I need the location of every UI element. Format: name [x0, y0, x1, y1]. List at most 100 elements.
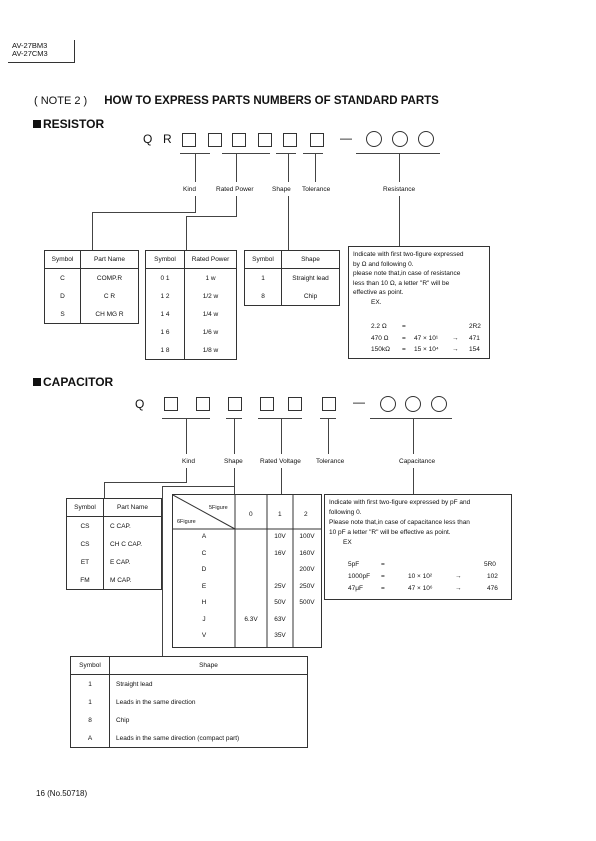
note-text: Please note that,in case of capacitance …	[329, 519, 470, 526]
voltage-row-symbol: A	[201, 533, 207, 540]
capacitor-note-box: Indicate with first two-figure expressed…	[324, 494, 512, 600]
table-header: Symbol	[70, 656, 110, 675]
table-header: Rated Power	[184, 250, 237, 269]
connector-line	[186, 468, 187, 482]
label-capacitance: Capacitance	[399, 458, 436, 465]
resistor-section-title: RESISTOR	[33, 117, 104, 131]
connector-line	[104, 482, 105, 498]
table-header: Symbol	[145, 250, 185, 269]
connector-line	[236, 153, 237, 182]
column-header: 0	[249, 511, 253, 518]
note-text: Indicate with first two-figure expressed	[353, 251, 464, 258]
note-text: 10 pF a letter "R" will be effective as …	[329, 529, 451, 536]
connector-line	[288, 153, 289, 182]
example-row: =	[381, 573, 385, 580]
capacitor-code-box	[322, 397, 336, 411]
example-row: 5R0	[484, 561, 496, 568]
connector-line	[413, 468, 414, 494]
table-header: Symbol	[66, 498, 104, 517]
connector-line	[234, 418, 235, 454]
square-bullet-icon	[33, 120, 41, 128]
voltage-cell: 6.3V	[244, 615, 258, 623]
resistor-code-box	[182, 133, 196, 147]
resistor-code-box	[232, 133, 246, 147]
resistor-value-circle	[366, 131, 382, 147]
connector-line	[281, 468, 282, 494]
bracket-line	[356, 153, 440, 154]
capacitor-code-box	[164, 397, 178, 411]
bracket-line	[258, 418, 302, 419]
resistor-value-circle	[418, 131, 434, 147]
example-row: →	[455, 573, 462, 580]
note-heading: ( NOTE 2 ) HOW TO EXPRESS PARTS NUMBERS …	[34, 95, 439, 107]
example-row: 5pF	[348, 561, 360, 568]
resistor-code-box	[310, 133, 324, 147]
label-tolerance: Tolerance	[316, 458, 345, 465]
voltage-row-symbol: V	[201, 632, 207, 639]
column-header: 2	[304, 511, 308, 518]
table-header: Part Name	[80, 250, 139, 269]
connector-line	[234, 486, 235, 494]
example-row: 1000pF	[348, 573, 371, 580]
resistor-code-box	[258, 133, 272, 147]
note-text: effective as point.	[353, 289, 404, 296]
bracket-line	[276, 153, 296, 154]
table-header: Part Name	[103, 498, 162, 517]
voltage-cell: 100V	[299, 533, 315, 540]
example-row: 102	[487, 573, 498, 580]
example-row: 154	[469, 346, 480, 353]
example-row: =	[402, 335, 406, 342]
connector-line	[186, 216, 187, 250]
label-rated-power: Rated Power	[216, 186, 254, 193]
connector-line	[195, 196, 196, 212]
bracket-line	[303, 153, 323, 154]
note-text: following 0.	[329, 509, 362, 516]
example-row: 47 × 10¹	[414, 335, 439, 342]
label-shape: Shape	[272, 186, 291, 193]
bracket-line	[370, 418, 452, 419]
voltage-cell: 200V	[299, 566, 315, 573]
example-row: →	[452, 346, 459, 353]
capacitor-code-box	[260, 397, 274, 411]
capacitor-value-circle	[405, 396, 421, 412]
table-header: Symbol	[244, 250, 282, 269]
corner-top-label: 5Figure	[209, 505, 228, 511]
label-tolerance: Tolerance	[302, 186, 331, 193]
note-text: by Ω and following 0.	[353, 260, 414, 268]
example-row: 476	[487, 585, 498, 592]
model-header: AV-27BM3 AV-27CM3	[12, 42, 48, 58]
voltage-cell: 35V	[274, 632, 286, 639]
connector-line	[399, 196, 400, 246]
connector-line	[162, 486, 235, 487]
capacitor-code-box	[228, 397, 242, 411]
voltage-cell: 250V	[299, 582, 315, 590]
connector-line	[399, 153, 400, 182]
label-rated-voltage: Rated Voltage	[260, 458, 301, 465]
example-row: =	[402, 323, 406, 330]
resistor-value-circle	[392, 131, 408, 147]
bracket-line	[222, 153, 270, 154]
resistor-note-box: Indicate with first two-figure expressed…	[348, 246, 490, 359]
header-divider	[74, 40, 75, 62]
example-row: 15 × 10⁴	[414, 346, 439, 353]
voltage-row-symbol: E	[201, 582, 207, 590]
voltage-cell: 50V	[274, 599, 286, 606]
label-resistance: Resistance	[383, 186, 416, 193]
connector-line	[288, 196, 289, 250]
capacitor-code-box	[288, 397, 302, 411]
